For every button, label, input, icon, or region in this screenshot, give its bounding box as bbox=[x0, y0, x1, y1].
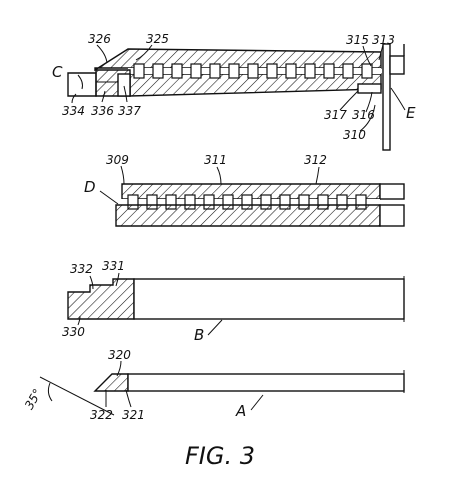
tooth bbox=[323, 63, 335, 79]
label-309: 309 bbox=[106, 153, 129, 167]
leader-d bbox=[99, 190, 119, 205]
label-332: 332 bbox=[70, 262, 93, 276]
figure-caption: FIG. 3 bbox=[185, 442, 255, 470]
part-a-body bbox=[127, 373, 405, 392]
label-326: 326 bbox=[88, 32, 111, 46]
tooth bbox=[247, 63, 259, 79]
label-313: 313 bbox=[372, 33, 395, 47]
mounting-plate-e bbox=[382, 43, 391, 151]
part-b-hatch bbox=[67, 278, 135, 320]
label-312: 312 bbox=[304, 153, 327, 167]
mounting-plate-e-face bbox=[389, 55, 405, 75]
label-321: 321 bbox=[122, 408, 145, 422]
insert-337 bbox=[117, 73, 131, 97]
tooth bbox=[152, 63, 164, 79]
label-336: 336 bbox=[91, 104, 114, 118]
label-a: A bbox=[235, 402, 246, 420]
tooth bbox=[361, 63, 373, 79]
reference-labels: 326 325 315 313 C 334 336 337 317 316 31… bbox=[22, 32, 416, 470]
label-311: 311 bbox=[204, 153, 227, 167]
angle-line bbox=[39, 376, 115, 416]
label-b: B bbox=[194, 326, 204, 344]
lower-plate-end bbox=[379, 204, 405, 227]
label-317: 317 bbox=[324, 108, 347, 122]
label-316: 316 bbox=[352, 108, 375, 122]
assembly-d bbox=[99, 183, 405, 227]
label-310: 310 bbox=[343, 128, 366, 142]
part-a bbox=[39, 370, 405, 416]
tooth bbox=[342, 63, 354, 79]
label-320: 320 bbox=[108, 348, 131, 362]
leader-lines bbox=[71, 44, 406, 408]
upper-plate-end bbox=[379, 183, 405, 200]
label-c: C bbox=[52, 63, 63, 81]
label-334: 334 bbox=[62, 104, 85, 118]
leader-a bbox=[250, 394, 264, 411]
tooth bbox=[190, 63, 202, 79]
angle-arc bbox=[47, 382, 53, 402]
label-35-degrees: 35° bbox=[22, 386, 45, 411]
label-325: 325 bbox=[146, 32, 169, 46]
teeth-row bbox=[133, 63, 373, 79]
tooth bbox=[209, 63, 221, 79]
assembly-c bbox=[67, 43, 405, 151]
tooth bbox=[171, 63, 183, 79]
label-e: E bbox=[406, 104, 416, 122]
label-337: 337 bbox=[118, 104, 141, 118]
tooth bbox=[133, 63, 145, 79]
label-315: 315 bbox=[346, 33, 369, 47]
part-b bbox=[67, 276, 405, 336]
tooth bbox=[266, 63, 278, 79]
tooth bbox=[285, 63, 297, 79]
label-322: 322 bbox=[90, 408, 113, 422]
tooth bbox=[228, 63, 240, 79]
part-b-body bbox=[133, 278, 405, 320]
label-330: 330 bbox=[62, 325, 85, 339]
label-331: 331 bbox=[102, 259, 125, 273]
leader-b bbox=[207, 319, 223, 336]
lower-plate-hatch bbox=[115, 204, 381, 227]
part-a-hatch bbox=[93, 373, 129, 392]
end-block-317 bbox=[357, 83, 382, 94]
tooth bbox=[304, 63, 316, 79]
label-d: D bbox=[84, 178, 96, 196]
